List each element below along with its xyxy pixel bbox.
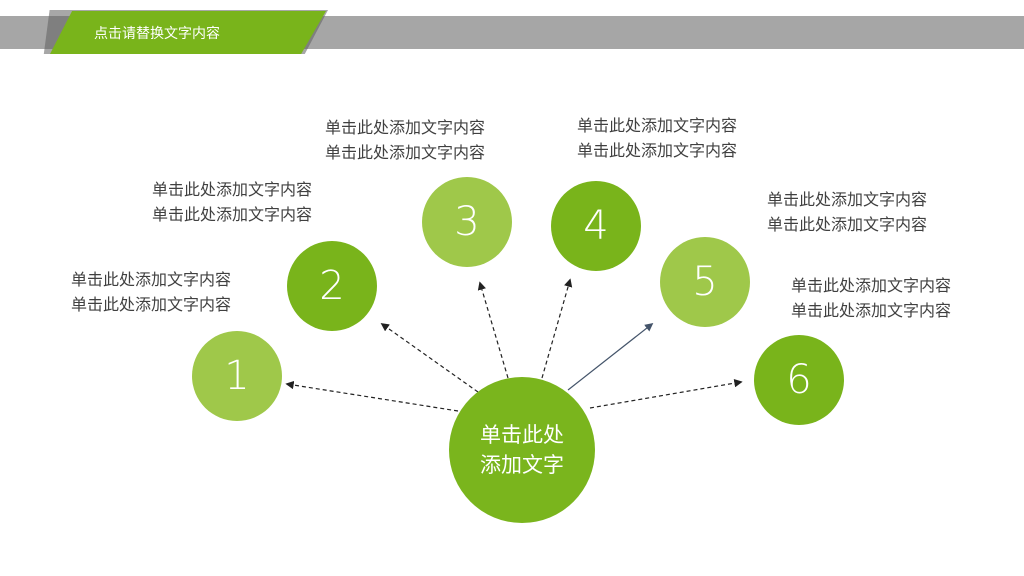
node-2-number: 2 — [319, 263, 345, 309]
arrow-to-node-4 — [541, 278, 573, 379]
node-1-label: 单击此处添加文字内容 单击此处添加文字内容 — [71, 267, 231, 317]
node-1-label-line1: 单击此处添加文字内容 — [71, 270, 232, 289]
node-1-number: 1 — [224, 353, 250, 399]
node-6-label-line2: 单击此处添加文字内容 — [791, 301, 952, 320]
node-3-circle: 3 — [422, 177, 512, 267]
arrow-to-node-6 — [589, 379, 743, 409]
node-4-label: 单击此处添加文字内容 单击此处添加文字内容 — [577, 113, 737, 163]
node-2-label: 单击此处添加文字内容 单击此处添加文字内容 — [152, 177, 312, 227]
header-title: 点击请替换文字内容 — [94, 25, 220, 42]
node-4-number: 4 — [583, 203, 609, 249]
node-5-label-line2: 单击此处添加文字内容 — [767, 215, 928, 234]
node-3-label-line1: 单击此处添加文字内容 — [325, 118, 486, 137]
header-tab: 点击请替换文字内容 — [50, 11, 326, 54]
node-5-circle: 5 — [660, 237, 750, 327]
node-2-circle: 2 — [287, 241, 377, 331]
node-3-number: 3 — [454, 199, 480, 245]
node-3-label: 单击此处添加文字内容 单击此处添加文字内容 — [325, 115, 485, 165]
node-5-label-line1: 单击此处添加文字内容 — [767, 190, 928, 209]
node-5-number: 5 — [692, 259, 718, 305]
node-4-label-line1: 单击此处添加文字内容 — [577, 116, 738, 135]
center-circle: 单击此处 添加文字 — [449, 377, 595, 523]
arrow-to-node-1 — [285, 380, 459, 412]
node-4-circle: 4 — [551, 181, 641, 271]
node-2-label-line1: 单击此处添加文字内容 — [152, 180, 313, 199]
arrow-to-node-2 — [380, 323, 479, 393]
node-6-circle: 6 — [754, 335, 844, 425]
node-5-label: 单击此处添加文字内容 单击此处添加文字内容 — [767, 187, 927, 237]
node-6-label: 单击此处添加文字内容 单击此处添加文字内容 — [791, 273, 951, 323]
node-2-label-line2: 单击此处添加文字内容 — [152, 205, 313, 224]
node-1-label-line2: 单击此处添加文字内容 — [71, 295, 232, 314]
arrow-to-node-3 — [477, 281, 509, 379]
node-4-label-line2: 单击此处添加文字内容 — [577, 141, 738, 160]
node-6-label-line1: 单击此处添加文字内容 — [791, 276, 952, 295]
node-3-label-line2: 单击此处添加文字内容 — [325, 143, 486, 162]
node-1-circle: 1 — [192, 331, 282, 421]
center-text-line1: 单击此处 — [480, 423, 564, 447]
node-6-number: 6 — [786, 357, 812, 403]
arrow-to-node-5 — [567, 322, 654, 391]
center-text-line2: 添加文字 — [480, 453, 564, 477]
